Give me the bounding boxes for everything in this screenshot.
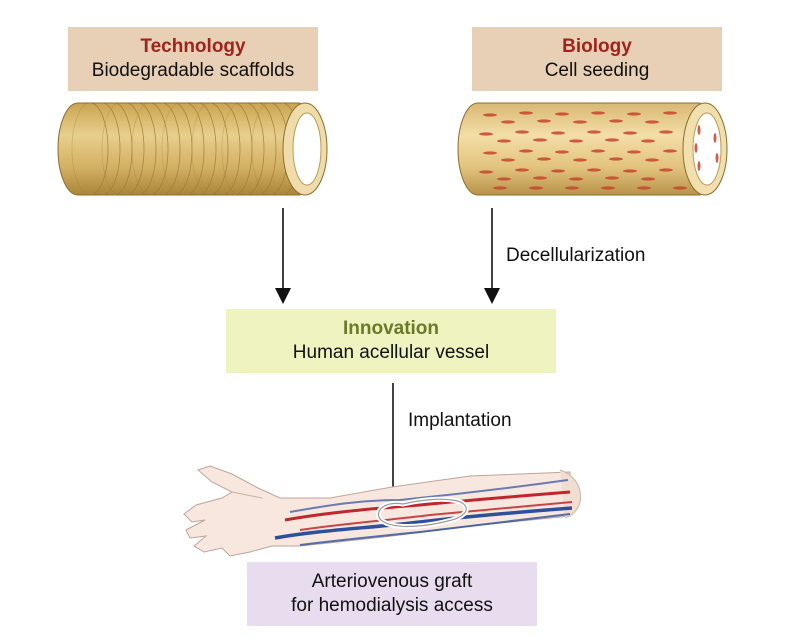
technology-box: Technology Biodegradable scaffolds [68, 27, 318, 91]
decellularization-label: Decellularization [506, 245, 646, 266]
implantation-label: Implantation [408, 410, 512, 431]
technology-subtitle: Biodegradable scaffolds [91, 60, 295, 81]
innovation-title: Innovation [342, 318, 440, 339]
scaffold-tube [57, 102, 328, 196]
graft-line-2: for hemodialysis access [291, 595, 493, 616]
innovation-subtitle: Human acellular vessel [292, 342, 490, 363]
biology-box: Biology Cell seeding [472, 27, 722, 91]
biology-title: Biology [562, 36, 632, 57]
graft-line-1: Arteriovenous graft [311, 571, 473, 592]
cell-seeded-tube [457, 102, 728, 196]
technology-title: Technology [140, 36, 246, 57]
innovation-box: Innovation Human acellular vessel [226, 309, 556, 373]
biology-subtitle: Cell seeding [544, 60, 650, 81]
graft-box: Arteriovenous graft for hemodialysis acc… [247, 562, 537, 626]
forearm-illustration [183, 465, 581, 557]
